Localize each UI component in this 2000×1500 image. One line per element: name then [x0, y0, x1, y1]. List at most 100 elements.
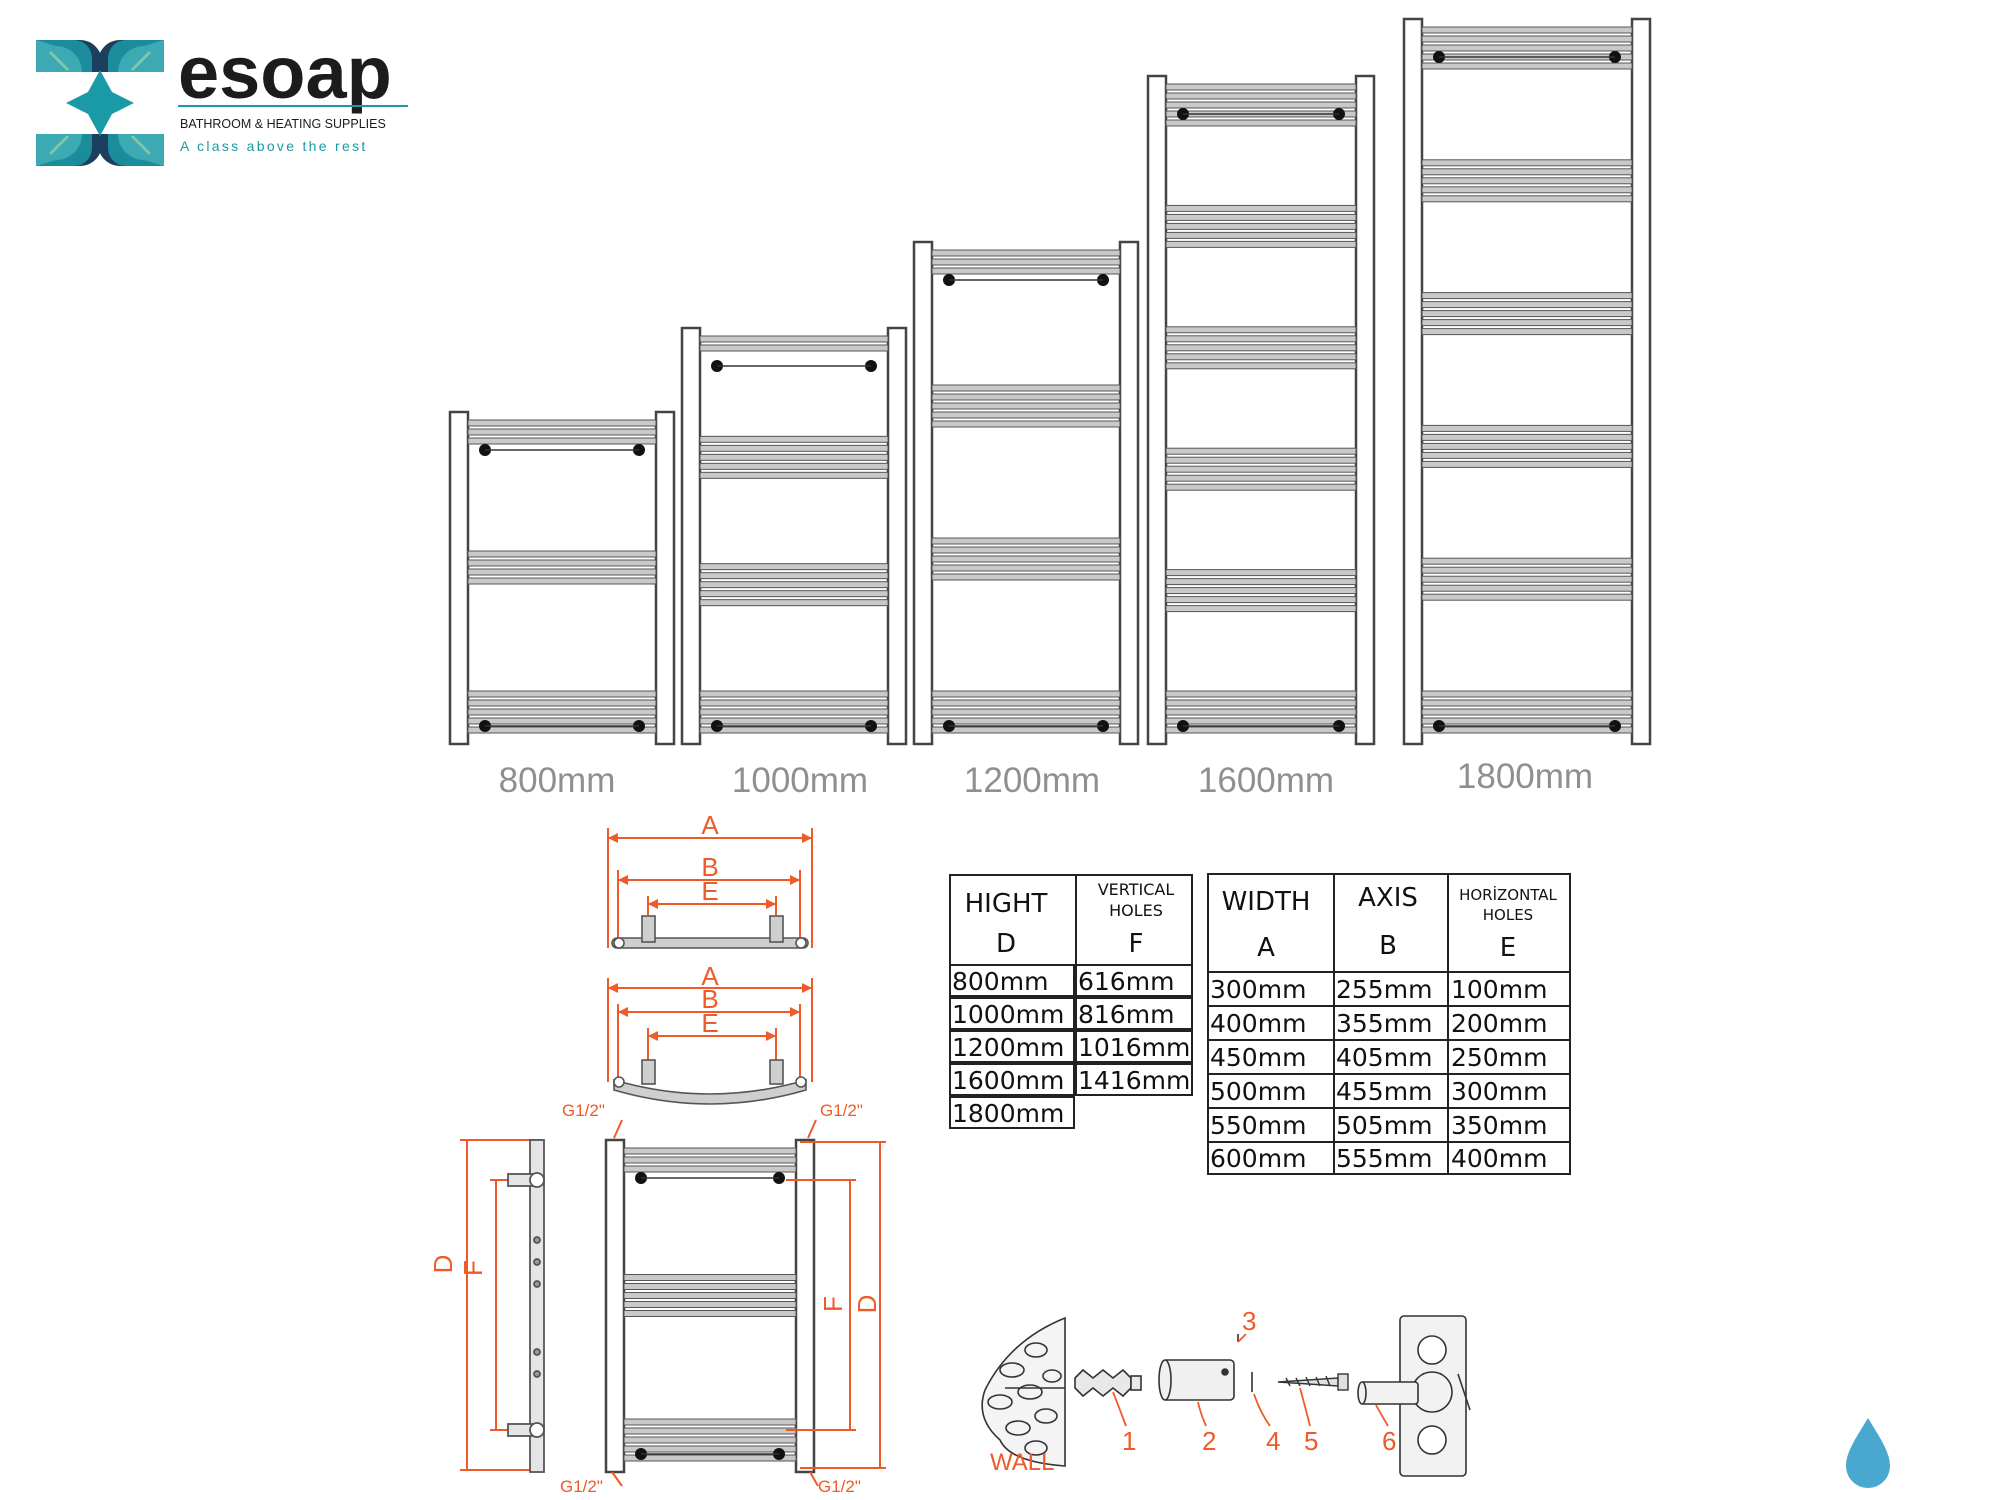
- side-rail: [654, 410, 676, 746]
- rung: [699, 563, 889, 571]
- side-rail: [680, 326, 702, 746]
- rung: [1165, 605, 1357, 613]
- rung: [1165, 465, 1357, 473]
- rung: [623, 1147, 797, 1155]
- horizontal-holes-cell: 400mm: [1451, 1144, 1547, 1173]
- side-view: D F: [428, 1139, 545, 1473]
- height-cell: 800mm: [952, 967, 1048, 996]
- rung: [699, 590, 889, 598]
- dim-e-label: E: [701, 876, 718, 906]
- dim-a-label: A: [701, 810, 719, 840]
- rung: [931, 717, 1121, 725]
- rung: [1421, 566, 1633, 574]
- dim-b-curved-label: B: [701, 984, 718, 1014]
- rung: [931, 564, 1121, 572]
- axis-col-letter: B: [1379, 931, 1397, 961]
- rung: [1165, 578, 1357, 586]
- rung: [467, 708, 657, 716]
- rung: [467, 437, 657, 445]
- rung: [1421, 159, 1633, 167]
- rung: [1421, 424, 1633, 432]
- front-view-radiator: [604, 1138, 816, 1474]
- rung: [623, 1436, 797, 1444]
- rung: [1165, 456, 1357, 464]
- height-cell: 1200mm: [952, 1033, 1064, 1062]
- rung: [1165, 344, 1357, 352]
- front-view: F D G1/2" G1/2" G1/2" G1/2": [560, 1101, 886, 1496]
- vertical-col-title-2: HOLES: [1109, 901, 1163, 920]
- radiator-800mm: [448, 410, 676, 746]
- rung: [467, 419, 657, 427]
- rung: [931, 690, 1121, 698]
- rung: [1165, 690, 1357, 698]
- part-label-6: 6: [1382, 1426, 1396, 1456]
- wall-plug-icon: [1074, 1368, 1142, 1398]
- rung: [699, 453, 889, 461]
- vertical-col-title-1: VERTICAL: [1098, 880, 1175, 899]
- rung: [931, 546, 1121, 554]
- width-table: WIDTH A AXIS B HORİZONTAL HOLES E 300mm …: [1207, 873, 1571, 1175]
- rung: [931, 411, 1121, 419]
- part-label-1: 1: [1122, 1426, 1136, 1456]
- rung: [1165, 240, 1357, 248]
- horizontal-col-title-2: HOLES: [1483, 906, 1533, 924]
- side-dim-d-label: D: [428, 1255, 458, 1274]
- rung: [1165, 204, 1357, 212]
- rung: [1421, 44, 1633, 52]
- rung: [931, 249, 1121, 257]
- rung: [1421, 26, 1633, 34]
- rung: [623, 1274, 797, 1281]
- radiator-1800mm: [1402, 17, 1652, 746]
- rung: [467, 717, 657, 725]
- rung: [1165, 569, 1357, 577]
- rung: [1165, 92, 1357, 100]
- rung: [1421, 442, 1633, 450]
- height-cell: 1600mm: [952, 1066, 1064, 1095]
- axis-cell: 255mm: [1336, 975, 1432, 1004]
- rung: [699, 599, 889, 607]
- rung: [1165, 474, 1357, 482]
- rung: [623, 1445, 797, 1453]
- height-col-letter: D: [996, 929, 1016, 959]
- rung: [1165, 326, 1357, 334]
- height-cell: 1000mm: [952, 1000, 1064, 1029]
- screw-icon: [1277, 1373, 1349, 1391]
- rung: [1421, 575, 1633, 583]
- rung: [699, 471, 889, 479]
- rung: [1165, 587, 1357, 595]
- horizontal-holes-cell: 100mm: [1451, 975, 1547, 1004]
- holes-cell: 816mm: [1078, 1000, 1174, 1029]
- wall-label: WALL: [990, 1449, 1054, 1476]
- rung: [931, 420, 1121, 428]
- top-view-curved: A B E: [607, 961, 813, 1105]
- rung: [1421, 708, 1633, 716]
- rung: [931, 573, 1121, 581]
- rung: [623, 1165, 797, 1173]
- esoap-logo: esoap BATHROOM & HEATING SUPPLIES A clas…: [36, 31, 408, 166]
- width-cell: 400mm: [1210, 1009, 1306, 1038]
- rung: [931, 267, 1121, 275]
- axis-cell: 555mm: [1336, 1144, 1432, 1173]
- rung: [1421, 593, 1633, 601]
- water-drop-icon: [1846, 1418, 1890, 1488]
- rung: [1165, 717, 1357, 725]
- width-cell: 450mm: [1210, 1043, 1306, 1072]
- part-label-5: 5: [1304, 1426, 1318, 1456]
- horizontal-holes-cell: 200mm: [1451, 1009, 1547, 1038]
- rung: [931, 555, 1121, 563]
- side-dim-f-label: F: [458, 1260, 488, 1276]
- horizontal-holes-cell: 250mm: [1451, 1043, 1547, 1072]
- rung: [1421, 62, 1633, 70]
- rung: [623, 1301, 797, 1308]
- radiator-1000mm: [680, 326, 908, 746]
- rung: [1421, 168, 1633, 176]
- holes-cell: 616mm: [1078, 967, 1174, 996]
- rung: [1165, 222, 1357, 230]
- radiator-1200mm: [912, 240, 1140, 746]
- brand-tagline: BATHROOM & HEATING SUPPLIES: [180, 117, 386, 131]
- horizontal-holes-cell: 350mm: [1451, 1111, 1547, 1140]
- side-rail: [1354, 74, 1376, 746]
- bracket-sleeve-icon: [1158, 1359, 1235, 1401]
- thread-label-top-left: G1/2": [562, 1101, 605, 1120]
- horizontal-holes-cell: 300mm: [1451, 1077, 1547, 1106]
